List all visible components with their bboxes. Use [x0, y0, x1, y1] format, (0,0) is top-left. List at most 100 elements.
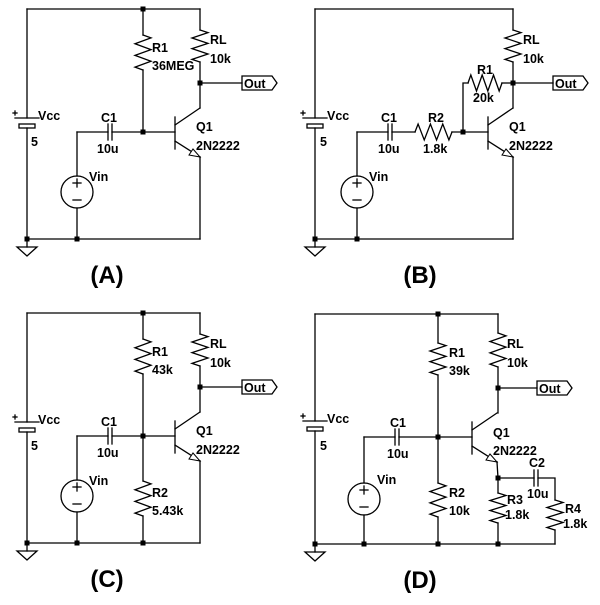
r4-label: R4 [565, 502, 581, 516]
npn-transistor [174, 107, 202, 158]
rl-value: 10k [523, 52, 544, 66]
resistor-r2 [133, 480, 153, 517]
panel-label: (D) [403, 567, 436, 594]
emitter-arrow [501, 148, 515, 158]
q1-model: 2N2222 [196, 443, 240, 457]
junction-dot [24, 540, 30, 546]
out-port-flag [241, 75, 278, 91]
junction-dot [140, 6, 146, 12]
junction-dot [495, 475, 501, 481]
junction-dot [197, 384, 203, 390]
rl-label: RL [210, 337, 227, 351]
junction-dot [140, 433, 146, 439]
c2-value: 10u [527, 487, 549, 501]
vcc-label: Vcc [327, 412, 349, 426]
resistor-rl [488, 332, 508, 368]
resistor-r2 [428, 482, 448, 518]
emitter-arrow [188, 452, 202, 462]
battery-symbol [300, 413, 328, 432]
vin-label: Vin [89, 170, 108, 184]
r1-value: 43k [152, 363, 173, 377]
c1-label: C1 [381, 111, 397, 125]
vcc-value: 5 [31, 439, 38, 453]
junction-dot [312, 236, 318, 242]
panel-label: (C) [90, 566, 123, 593]
emitter-arrow [485, 453, 499, 463]
r2-value: 5.43k [152, 504, 183, 518]
c1-value: 10u [97, 142, 119, 156]
resistor-r4 [544, 499, 566, 531]
wire [462, 82, 469, 133]
q1-model: 2N2222 [493, 444, 537, 458]
junction-dot [140, 129, 146, 135]
q1-model: 2N2222 [509, 139, 553, 153]
resistor-r1 [133, 338, 153, 375]
battery-symbol [12, 110, 40, 129]
c2-label: C2 [529, 456, 545, 470]
vin-label: Vin [377, 473, 396, 487]
junction-dot [74, 540, 80, 546]
ground-icon [303, 543, 327, 562]
vcc-label: Vcc [327, 109, 349, 123]
panel-label: (B) [403, 262, 436, 289]
junction-dot [74, 236, 80, 242]
q1-label: Q1 [196, 424, 213, 438]
c1-label: C1 [101, 111, 117, 125]
c1-value: 10u [97, 446, 119, 460]
resistor-rl [502, 29, 524, 63]
out-label: Out [244, 381, 266, 395]
vcc-value: 5 [320, 135, 327, 149]
out-port-flag [241, 379, 278, 395]
junction-dot [495, 541, 501, 547]
rl-label: RL [210, 33, 227, 47]
ground-icon [15, 542, 39, 561]
battery-plate [18, 123, 36, 129]
junction-dot [140, 310, 146, 316]
junction-dot [312, 541, 318, 547]
r3-label: R3 [507, 493, 523, 507]
wire [174, 107, 201, 126]
npn-transistor [174, 411, 202, 462]
r4-value: 1.8k [563, 517, 587, 531]
c1-value: 10u [378, 142, 400, 156]
resistor-r1 [427, 342, 449, 376]
c1-value: 10u [387, 447, 409, 461]
r1-value: 36MEG [152, 59, 194, 73]
junction-dot [24, 236, 30, 242]
r1-label: R1 [449, 346, 465, 360]
panel-label: (A) [90, 262, 123, 289]
out-label: Out [244, 77, 266, 91]
out-port-flag [552, 75, 589, 91]
circuit-d: Vcc5C110uVinR139kR210kRL10kQ12N2222C210u… [300, 311, 587, 594]
q1-label: Q1 [493, 426, 510, 440]
vcc-label: Vcc [38, 413, 60, 427]
q1-label: Q1 [196, 120, 213, 134]
ground-triangle [15, 550, 39, 561]
junction-dot [435, 434, 441, 440]
junction-dot [354, 236, 360, 242]
npn-transistor [471, 412, 499, 463]
rl-label: RL [523, 33, 540, 47]
r2-value: 1.8k [423, 142, 447, 156]
junction-dot [140, 540, 146, 546]
junction-dot [435, 311, 441, 317]
r2-label: R2 [428, 111, 444, 125]
rl-value: 10k [210, 52, 231, 66]
out-port-flag [536, 380, 573, 396]
junction-dot [495, 385, 501, 391]
resistor-r2 [414, 122, 453, 142]
battery-symbol [300, 110, 328, 129]
rl-label: RL [507, 337, 524, 351]
ground-triangle [303, 246, 327, 257]
r1-value: 20k [473, 91, 494, 105]
vcc-label: Vcc [38, 109, 60, 123]
battery-plate [18, 427, 36, 433]
out-label: Out [539, 382, 561, 396]
r3-value: 1.8k [505, 508, 529, 522]
vin-label: Vin [89, 474, 108, 488]
resistor-rl [189, 333, 211, 367]
ground-icon [15, 238, 39, 257]
ground-triangle [15, 246, 39, 257]
r1-label: R1 [152, 41, 168, 55]
